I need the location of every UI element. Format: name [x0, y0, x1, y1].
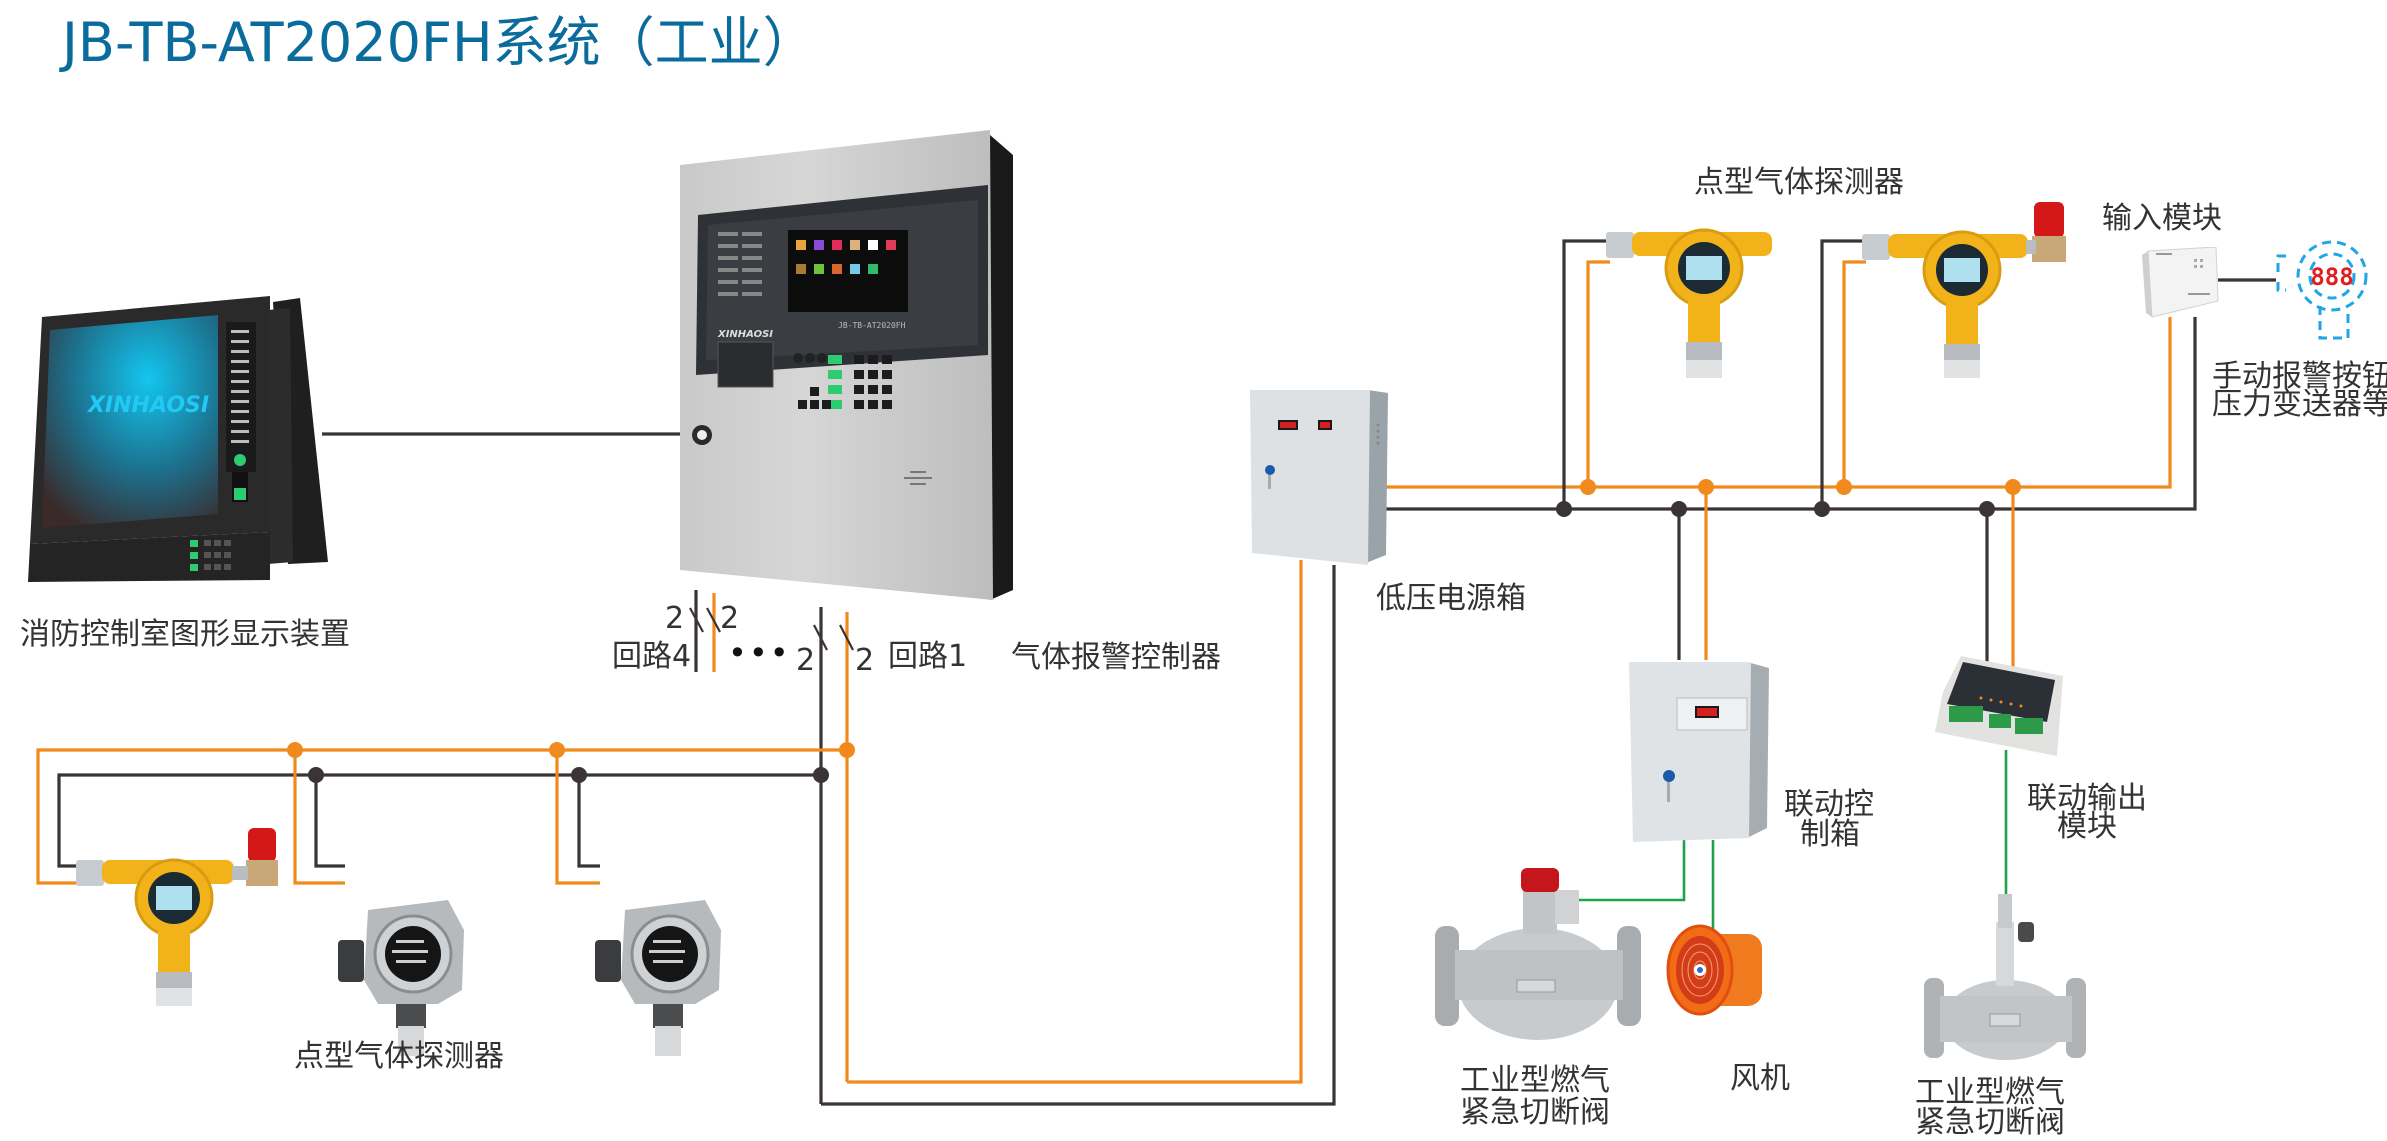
junction-dot: [813, 767, 829, 783]
loop1-tick-a: [813, 624, 828, 651]
gas-shutoff-valve-right: [1924, 892, 2089, 1064]
junction-dot: [1698, 479, 1714, 495]
alarm-light: [2034, 202, 2064, 238]
junction-dot: [308, 767, 324, 783]
controller-label: 气体报警控制器: [1011, 640, 1221, 675]
display-brand: XINHAOSI: [86, 393, 209, 418]
junction-dot: [1580, 479, 1596, 495]
bottom-det3-power: [555, 750, 600, 885]
top-det1-signal: [1562, 239, 1610, 509]
graphic-display-device: XINHAOSI: [28, 292, 333, 584]
diagram-title: JB-TB-AT2020FH系统（工业）: [62, 11, 817, 74]
top-detectors-label: 点型气体探测器: [1694, 165, 1904, 200]
low-voltage-power-box: [1248, 385, 1390, 570]
junction-dot: [549, 742, 565, 758]
gas-shutoff-valve-left: [1435, 864, 1645, 1044]
gas-detector-top-2-with-alarm: [1862, 200, 2077, 390]
right-power-bus: [1383, 317, 2172, 489]
loop4-count-a: 2: [665, 601, 685, 636]
input-module: [2142, 246, 2220, 319]
lv-return-power: [847, 560, 1303, 1084]
manual-button-label-line2: 压力变送器等: [2212, 387, 2387, 422]
loop1-count-a: 2: [796, 643, 816, 678]
exhaust-fan: [1662, 922, 1770, 1020]
linkage-output-module-label-line2: 模块: [2057, 809, 2117, 844]
gas-detector-top-1: [1606, 228, 1776, 388]
bottom-signal-bus: [57, 773, 821, 868]
manual-button-label-line1: 手动报警按钮: [2212, 359, 2387, 394]
gas-detector-bottom-2: [338, 900, 468, 1060]
loop4-tick-b: [706, 607, 721, 633]
junction-dot: [1836, 479, 1852, 495]
graphic-display-label: 消防控制室图形显示装置: [20, 617, 350, 652]
valve-left-label-line2: 紧急切断阀: [1460, 1095, 1610, 1130]
junction-dot: [839, 742, 855, 758]
loop1-label: 回路1: [888, 639, 968, 674]
bottom-power-bus: [36, 748, 847, 885]
bottom-det3-signal: [577, 775, 600, 868]
junction-dot: [2005, 479, 2021, 495]
bottom-det2-signal: [314, 775, 345, 868]
linkage-control-box-label-line2: 制箱: [1800, 817, 1860, 852]
valve-right-label-line1: 工业型燃气: [1915, 1075, 2065, 1110]
fan-label: 风机: [1730, 1061, 1790, 1096]
right-signal-bus: [1383, 317, 2197, 511]
linkage-to-valve-left: [1576, 840, 1686, 902]
top-det1-power: [1586, 260, 1610, 487]
valve-right-label-line2: 紧急切断阀: [1915, 1105, 2065, 1140]
junction-dot: [1556, 501, 1572, 517]
junction-dot: [571, 767, 587, 783]
controller-model-text: JB-TB-AT2020FH: [838, 321, 906, 330]
alarm-light: [248, 828, 276, 862]
linkage-output-module-label-line1: 联动输出: [2027, 781, 2147, 816]
gas-detector-bottom-1-with-alarm: [76, 826, 282, 1016]
junction-dot: [287, 742, 303, 758]
gas-alarm-controller: JB-TB-AT2020FH XINHAOSI: [678, 130, 1018, 630]
loop-ellipsis: •••: [728, 634, 791, 672]
manual-button-display: 888: [2310, 263, 2353, 291]
loop1-tick-b: [839, 624, 854, 651]
linkage-control-box: [1627, 656, 1772, 844]
loop1-count-b: 2: [855, 643, 875, 678]
linkage-output-module: [1933, 652, 2073, 764]
linkage-control-box-label-line1: 联动控: [1784, 787, 1874, 822]
valve-left-label-line1: 工业型燃气: [1460, 1063, 1610, 1098]
top-det2-signal: [1820, 239, 1866, 509]
input-module-label: 输入模块: [2102, 201, 2222, 236]
junction-dot: [1671, 501, 1687, 517]
top-det2-power: [1842, 260, 1866, 487]
loop4-label: 回路4: [612, 639, 692, 674]
junction-dot: [1814, 501, 1830, 517]
bottom-detectors-label: 点型气体探测器: [294, 1039, 504, 1074]
loop4-tick-a: [689, 607, 704, 633]
loop4-count-b: 2: [720, 601, 740, 636]
bottom-det2-power: [293, 750, 345, 885]
controller-brand: XINHAOSI: [717, 329, 773, 340]
manual-alarm-button-icon: 888: [2274, 238, 2374, 342]
gas-detector-bottom-3: [595, 900, 725, 1060]
junction-dot: [1979, 501, 1995, 517]
lv-return-signal: [821, 565, 1336, 1106]
low-voltage-power-box-label: 低压电源箱: [1376, 581, 1526, 616]
